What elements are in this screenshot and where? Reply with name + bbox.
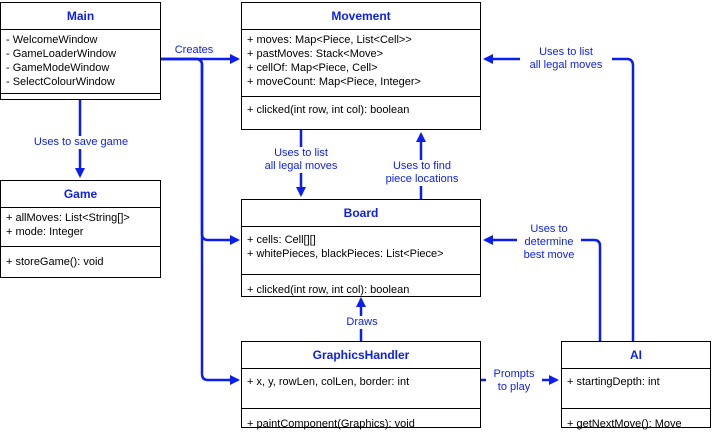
class-game-methods: + storeGame(): void xyxy=(1,247,160,272)
attribute: + pastMoves: Stack<Move> xyxy=(247,48,384,60)
attribute: - WelcomeWindow xyxy=(6,34,98,46)
attribute: + cells: Cell[][] xyxy=(247,234,316,246)
attribute: + startingDepth: int xyxy=(567,376,660,388)
attribute: + moves: Map<Piece, List<Cell>> xyxy=(247,34,412,46)
class-graphicshandler: GraphicsHandler + x, y, rowLen, colLen, … xyxy=(241,341,481,430)
method: + paintComponent(Graphics): void xyxy=(247,418,415,430)
class-main-title: Main xyxy=(1,3,160,30)
method: + clicked(int row, int col): boolean xyxy=(247,284,410,296)
class-board-methods: + clicked(int row, int col): boolean xyxy=(242,275,480,300)
class-board-title: Board xyxy=(242,200,480,227)
class-graphicshandler-title: GraphicsHandler xyxy=(242,342,480,369)
edge-ai-movement xyxy=(483,54,635,341)
method: + getNextMove(): Move xyxy=(567,418,682,430)
attribute: + whitePieces, blackPieces: List<Piece> xyxy=(247,248,444,260)
class-ai: AI + startingDepth: int + getNextMove():… xyxy=(561,341,711,430)
edge-main-board xyxy=(161,57,240,245)
edge-label-save-game: Uses to save game xyxy=(27,136,135,149)
attribute: + cellOf: Map<Piece, Cell> xyxy=(247,62,378,74)
class-movement: Movement + moves: Map<Piece, List<Cell>>… xyxy=(241,2,481,130)
class-movement-methods: + clicked(int row, int col): boolean xyxy=(242,97,480,120)
edge-label-creates: Creates xyxy=(168,44,220,57)
attribute: + allMoves: List<String[]> xyxy=(6,212,130,224)
edge-label-draws: Draws xyxy=(342,316,382,329)
class-ai-methods: + getNextMove(): Move xyxy=(562,409,710,434)
attribute: + mode: Integer xyxy=(6,226,84,238)
class-ai-title: AI xyxy=(562,342,710,369)
class-graphicshandler-attributes: + x, y, rowLen, colLen, border: int xyxy=(242,369,480,409)
edge-label-list-moves-board: Uses to list all legal moves xyxy=(256,147,346,173)
attribute: - GameModeWindow xyxy=(6,62,110,74)
class-ai-attributes: + startingDepth: int xyxy=(562,369,710,409)
edge-label-list-moves-movement: Uses to list all legal moves xyxy=(520,46,612,72)
edge-label-find-locations: Uses to find piece locations xyxy=(378,160,466,186)
class-game: Game + allMoves: List<String[]> + mode: … xyxy=(0,180,161,278)
method: + clicked(int row, int col): boolean xyxy=(247,104,410,116)
class-movement-attributes: + moves: Map<Piece, List<Cell>> + pastMo… xyxy=(242,30,480,97)
attribute: + x, y, rowLen, colLen, border: int xyxy=(247,376,410,388)
class-graphicshandler-methods: + paintComponent(Graphics): void xyxy=(242,409,480,434)
attribute: - SelectColourWindow xyxy=(6,76,115,88)
edge-label-prompts: Prompts to play xyxy=(486,368,542,394)
attribute: - GameLoaderWindow xyxy=(6,48,117,60)
class-game-title: Game xyxy=(1,181,160,208)
edge-ai-board xyxy=(483,235,602,341)
class-movement-title: Movement xyxy=(242,3,480,30)
class-main: Main - WelcomeWindow - GameLoaderWindow … xyxy=(0,2,161,100)
edge-label-best-move: Uses to determine best move xyxy=(517,223,581,262)
attribute: + moveCount: Map<Piece, Integer> xyxy=(247,76,421,88)
class-board-attributes: + cells: Cell[][] + whitePieces, blackPi… xyxy=(242,227,480,275)
class-board: Board + cells: Cell[][] + whitePieces, b… xyxy=(241,199,481,297)
class-game-attributes: + allMoves: List<String[]> + mode: Integ… xyxy=(1,208,160,247)
edge-main-graphics xyxy=(161,57,240,385)
class-main-attributes: - WelcomeWindow - GameLoaderWindow - Gam… xyxy=(1,30,160,94)
method: + storeGame(): void xyxy=(6,256,104,268)
